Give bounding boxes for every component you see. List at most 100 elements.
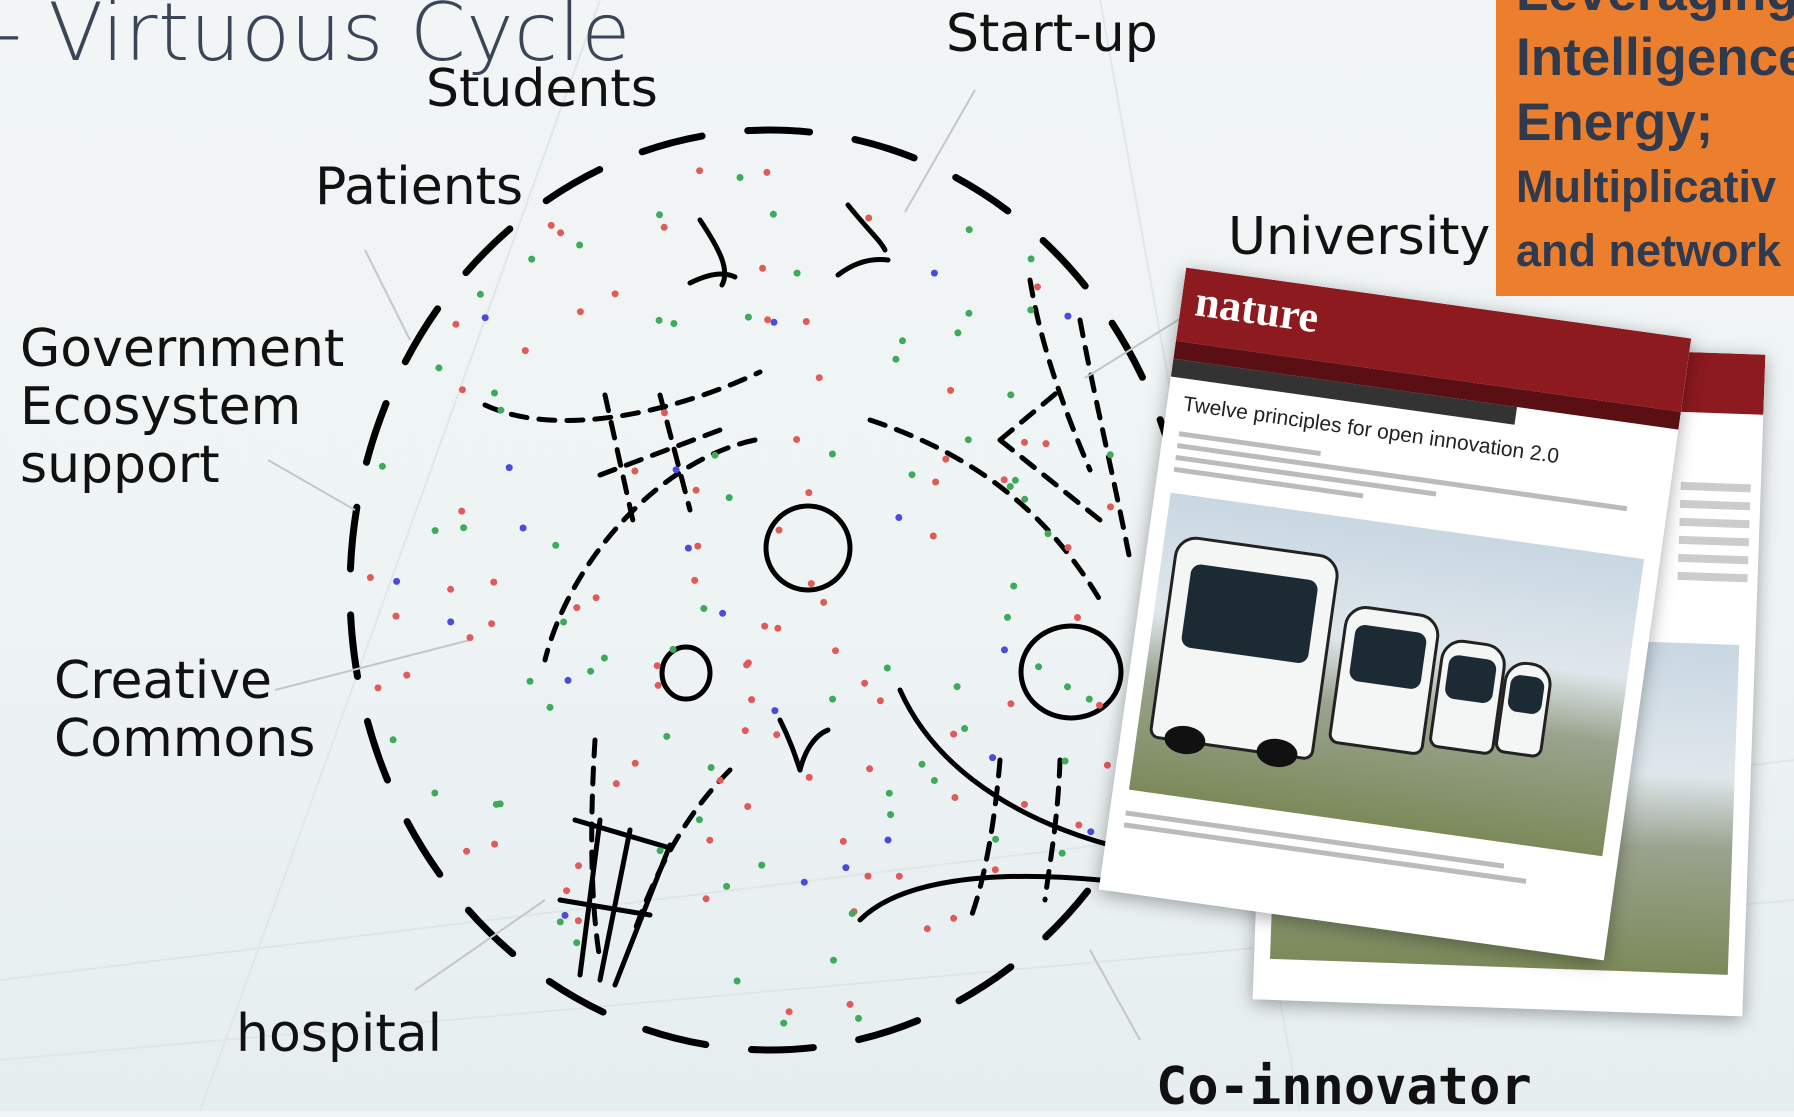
agent-dot (773, 731, 781, 739)
agent-dot (1074, 614, 1081, 621)
agent-dot (695, 816, 703, 824)
agent-dot (547, 221, 555, 229)
agent-dot (1044, 530, 1052, 538)
agent-dot (560, 618, 568, 626)
agent-dot (743, 661, 751, 669)
agent-dot (458, 507, 466, 515)
agent-dot (1027, 255, 1035, 263)
agent-dot (769, 210, 777, 218)
agent-dot (656, 211, 663, 219)
agent-dot (669, 645, 677, 653)
agent-dot (366, 574, 374, 581)
agent-dot (1085, 695, 1093, 703)
agent-dot (764, 316, 772, 324)
label-co-innovator: Co-innovator (1156, 1057, 1532, 1117)
agent-dot (829, 695, 837, 703)
agent-dot (378, 462, 386, 470)
agent-dot (526, 677, 534, 685)
agent-dot (950, 730, 958, 738)
agent-dot (864, 872, 872, 880)
agent-dot (463, 847, 471, 855)
agent-dot (490, 578, 498, 586)
agent-dot (883, 664, 891, 672)
agent-dot (828, 450, 836, 458)
agent-dot (447, 618, 455, 626)
agent-dot (528, 255, 536, 263)
agent-dot (672, 466, 680, 474)
agent-dot (491, 389, 498, 397)
agent-dot (918, 760, 926, 768)
agent-dot (774, 624, 782, 632)
agent-dot (895, 514, 903, 521)
agent-dot (992, 835, 1000, 843)
agent-dot (654, 681, 662, 689)
label-creative-line-1: Creative (54, 651, 273, 711)
agent-dot (573, 604, 581, 612)
agent-dot (758, 861, 766, 869)
agent-dot (861, 679, 869, 687)
agent-dot (496, 800, 504, 808)
agent-dot (655, 316, 663, 324)
agent-dot (696, 167, 704, 175)
agent-dot (663, 732, 671, 740)
label-government-line-2: Ecosystem (20, 377, 302, 438)
label-government-line-3: support (20, 435, 220, 496)
agent-dot (1103, 761, 1111, 769)
pointer-arrows (267, 89, 1211, 1041)
orange-line-2: Intelligence (1516, 28, 1794, 87)
agent-dot (660, 223, 668, 231)
agent-dot (374, 684, 382, 692)
agent-dot (953, 683, 961, 691)
agent-dot (846, 1000, 854, 1008)
agent-dot (1075, 821, 1083, 829)
slide-title: – Virtuous Cycle (0, 0, 631, 79)
circle-3 (1018, 623, 1124, 721)
agent-dot (1006, 483, 1014, 490)
article-page-front: nature Twelve principles for open innova… (1098, 267, 1692, 961)
agent-dot (899, 337, 906, 345)
agent-dot (744, 313, 752, 321)
agent-dot (574, 917, 582, 925)
agent-dot (575, 862, 582, 870)
agent-dot (832, 647, 839, 655)
agent-dot (1004, 613, 1011, 621)
agent-dot (951, 794, 959, 801)
agent-dot (876, 697, 884, 705)
label-university: University (1228, 207, 1491, 267)
agent-dot (707, 764, 715, 771)
agent-dot (748, 696, 756, 704)
agent-dot (771, 707, 779, 715)
solid-curves (557, 202, 1133, 988)
agent-dot (1064, 312, 1072, 320)
agent-dot (759, 264, 767, 272)
agent-dot (435, 364, 443, 372)
label-government-line-1: Government (20, 319, 345, 379)
agent-dot (431, 527, 439, 535)
agent-dot (1106, 451, 1114, 459)
agent-dot (1010, 582, 1018, 590)
agent-dot (505, 464, 513, 472)
agent-dot (770, 318, 778, 326)
agent-dot (631, 467, 639, 475)
label-government-ecosystem: Government Ecosystem support (20, 320, 344, 495)
label-patients: Patients (315, 157, 524, 217)
agent-dot (716, 776, 724, 784)
agent-dot (942, 455, 950, 463)
agent-dot (793, 269, 801, 277)
agent-dot (431, 789, 439, 797)
agent-dot (491, 840, 499, 848)
agent-dot (805, 489, 813, 497)
agent-dot (389, 736, 397, 744)
agent-dot (670, 320, 678, 327)
agent-dot (802, 318, 810, 325)
circles (659, 503, 1124, 721)
orange-line-4: Multiplicativ (1516, 161, 1777, 212)
circle-2 (659, 644, 713, 702)
agent-dot (466, 634, 474, 642)
agent-dot (702, 895, 710, 903)
agent-dot (656, 847, 664, 855)
agent-dot (805, 773, 813, 781)
agent-dot (793, 436, 801, 443)
agent-dot (815, 374, 823, 382)
